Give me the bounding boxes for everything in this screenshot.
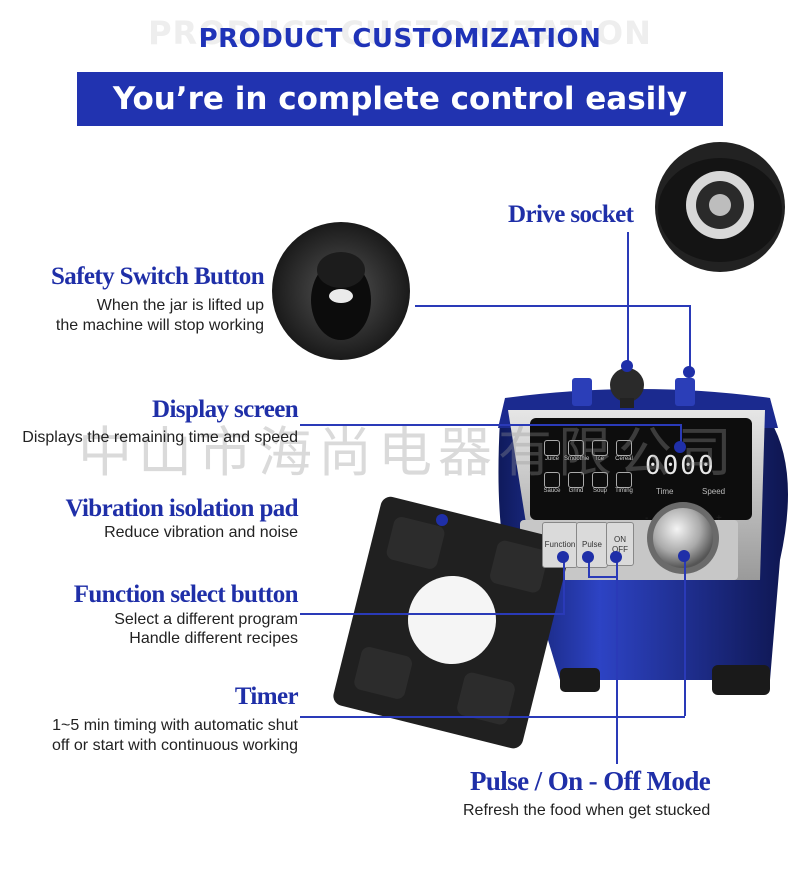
leader-line — [588, 556, 590, 576]
leader-line — [680, 424, 682, 446]
device-pulse-button[interactable]: Pulse — [576, 522, 608, 568]
watermark-text: 中山市海尚电器有限公司 — [78, 421, 738, 484]
leader-dot — [610, 551, 622, 563]
leader-line — [684, 556, 686, 716]
vibration-pad-image — [333, 496, 571, 749]
leader-dot — [683, 366, 695, 378]
leader-dot — [557, 551, 569, 563]
leader-line — [300, 716, 685, 718]
function-button-desc-1: Select a different program — [114, 611, 298, 628]
program-grind[interactable]: Grind — [564, 472, 588, 494]
leader-line — [300, 424, 680, 426]
device-digit-display: 0000 — [645, 451, 716, 481]
program-cereal[interactable]: Cereal — [612, 440, 636, 462]
timer-desc-2: off or start with continuous working — [51, 737, 298, 754]
pulse-mode-title: Pulse / On - Off Mode — [470, 766, 711, 796]
leader-line — [563, 556, 565, 614]
ghost-heading: PRODUCT CUSTOMIZATION — [148, 14, 652, 52]
leader-line — [415, 305, 690, 307]
program-soup[interactable]: Soup — [588, 472, 612, 494]
dial-plus-label: + — [716, 513, 722, 524]
safety-switch-desc-2: the machine will stop working — [55, 317, 264, 334]
display-screen-title: Display screen — [152, 396, 299, 423]
leader-dot — [436, 514, 448, 526]
safety-switch-desc-1: When the jar is lifted up — [96, 297, 264, 314]
leader-dot — [678, 550, 690, 562]
dial-minus-label: - — [645, 513, 649, 524]
vibration-pad-desc: Reduce vibration and noise — [104, 524, 298, 541]
safety-switch-image — [272, 222, 410, 360]
function-button-title: Function select button — [73, 581, 299, 608]
leader-dot — [621, 360, 633, 372]
program-smoothie[interactable]: Smoothie — [564, 440, 589, 462]
timer-desc-1: 1~5 min timing with automatic shut — [52, 717, 298, 734]
program-timing[interactable]: Timing — [612, 472, 636, 494]
safety-switch-title: Safety Switch Button — [50, 263, 265, 290]
function-button-desc-2: Handle different recipes — [129, 630, 298, 647]
banner-subtitle: You’re in complete control easily — [77, 72, 723, 126]
leader-line — [627, 232, 629, 367]
leader-dot — [582, 551, 594, 563]
program-juice[interactable]: Juice — [540, 440, 564, 462]
vibration-pad-title: Vibration isolation pad — [65, 495, 298, 522]
leader-line — [689, 305, 691, 370]
leader-line — [300, 613, 565, 615]
leader-dot — [674, 441, 686, 453]
timer-title: Timer — [234, 683, 299, 710]
drive-socket-title: Drive socket — [508, 201, 634, 228]
program-icons: Juice Smoothie Ice Cereal Sauce Grind So… — [540, 440, 636, 494]
program-ice[interactable]: Ice — [588, 440, 612, 462]
pulse-mode-desc: Refresh the food when get stucked — [463, 802, 711, 819]
leader-line — [616, 556, 618, 764]
device-speed-label: Speed — [702, 487, 726, 496]
leader-line — [588, 576, 618, 578]
device-time-label: Time — [656, 487, 674, 496]
drive-socket-image — [655, 142, 785, 272]
display-screen-desc: Displays the remaining time and speed — [22, 429, 298, 446]
page-title: PRODUCT CUSTOMIZATION — [198, 24, 602, 54]
program-sauce[interactable]: Sauce — [540, 472, 564, 494]
